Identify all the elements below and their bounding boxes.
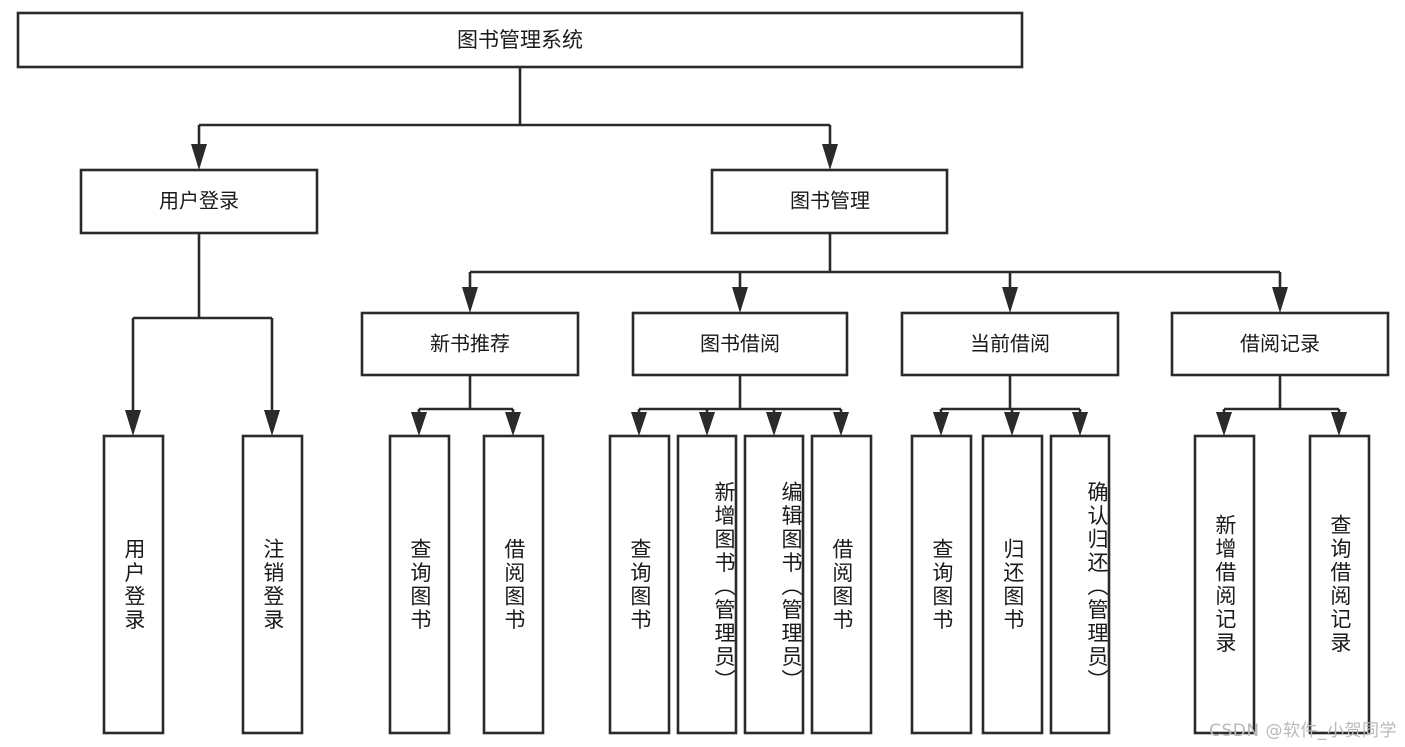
node-borrow-record-box[interactable] <box>1170 311 1390 377</box>
arrow-borrow-l3 <box>766 412 782 436</box>
leaf-box-user-login[interactable] <box>102 434 165 735</box>
arrow-record-l2 <box>1331 412 1347 436</box>
arrow-current-l2 <box>1004 412 1020 436</box>
connector-group-new-book <box>411 375 521 436</box>
connector-group-user-login <box>125 233 280 436</box>
leaf-box-query-book-current[interactable] <box>910 434 973 735</box>
arrow-login-l2 <box>264 410 280 436</box>
node-book-management[interactable]: 图书管理 <box>710 168 949 235</box>
node-root-box[interactable] <box>16 11 1024 69</box>
arrow-borrow-l2 <box>699 412 715 436</box>
arrow-bookmgmt-c4 <box>1272 287 1288 313</box>
node-book-borrow-label: 图书借阅 <box>700 332 780 356</box>
node-book-borrow-box[interactable] <box>631 311 849 377</box>
arrow-root-to-bookmgmt <box>822 144 838 170</box>
leaf-box-add-borrow-record[interactable] <box>1193 434 1256 735</box>
node-new-book-recommend[interactable]: 新书推荐 <box>360 311 580 377</box>
leaf-box-return-book[interactable] <box>981 434 1044 735</box>
arrow-bookmgmt-c2 <box>732 287 748 313</box>
arrow-borrow-l4 <box>833 412 849 436</box>
node-new-book-recommend-box[interactable] <box>360 311 580 377</box>
arrow-root-to-login <box>191 144 207 170</box>
arrow-bookmgmt-c1 <box>462 287 478 313</box>
connector-group-root <box>191 67 838 170</box>
leaf-box-query-borrow-record[interactable] <box>1308 434 1371 735</box>
arrow-newbook-l1 <box>411 412 427 436</box>
node-book-management-label: 图书管理 <box>790 189 870 213</box>
leaf-box-logout[interactable] <box>241 434 304 735</box>
connector-group-book-management <box>462 233 1288 313</box>
leaf-box-query-book-newbook[interactable] <box>388 434 451 735</box>
leaf-box-borrow-book[interactable] <box>810 434 873 735</box>
leaf-box-query-book-borrow[interactable] <box>608 434 671 735</box>
connector-group-book-borrow <box>631 375 849 436</box>
node-borrow-record-label: 借阅记录 <box>1240 332 1320 356</box>
arrow-login-l1 <box>125 410 141 436</box>
arrow-borrow-l1 <box>631 412 647 436</box>
node-user-login-box[interactable] <box>79 168 319 235</box>
leaf-box-add-book-admin[interactable] <box>676 434 738 735</box>
arrow-current-l1 <box>933 412 949 436</box>
node-user-login-label: 用户登录 <box>159 189 239 213</box>
node-book-borrow[interactable]: 图书借阅 <box>631 311 849 377</box>
leaf-box-confirm-return-admin[interactable] <box>1049 434 1111 735</box>
connector-group-borrow-record <box>1216 375 1347 436</box>
watermark-text: CSDN @软件_小贺同学 <box>1209 721 1397 741</box>
arrow-newbook-l2 <box>505 412 521 436</box>
connector-group-current-borrow <box>933 375 1088 436</box>
arrow-record-l1 <box>1216 412 1232 436</box>
node-borrow-record[interactable]: 借阅记录 <box>1170 311 1390 377</box>
node-root-label: 图书管理系统 <box>457 28 583 52</box>
arrow-bookmgmt-c3 <box>1002 287 1018 313</box>
node-current-borrow-box[interactable] <box>900 311 1120 377</box>
arrow-current-l3 <box>1072 412 1088 436</box>
node-current-borrow-label: 当前借阅 <box>970 332 1050 356</box>
node-book-management-box[interactable] <box>710 168 949 235</box>
node-user-login[interactable]: 用户登录 <box>79 168 319 235</box>
leaf-boxes <box>102 434 1371 735</box>
node-current-borrow[interactable]: 当前借阅 <box>900 311 1120 377</box>
leaf-box-edit-book-admin[interactable] <box>743 434 805 735</box>
node-new-book-recommend-label: 新书推荐 <box>430 332 510 356</box>
node-root[interactable]: 图书管理系统 <box>16 11 1024 69</box>
leaf-box-borrow-book-newbook[interactable] <box>482 434 545 735</box>
